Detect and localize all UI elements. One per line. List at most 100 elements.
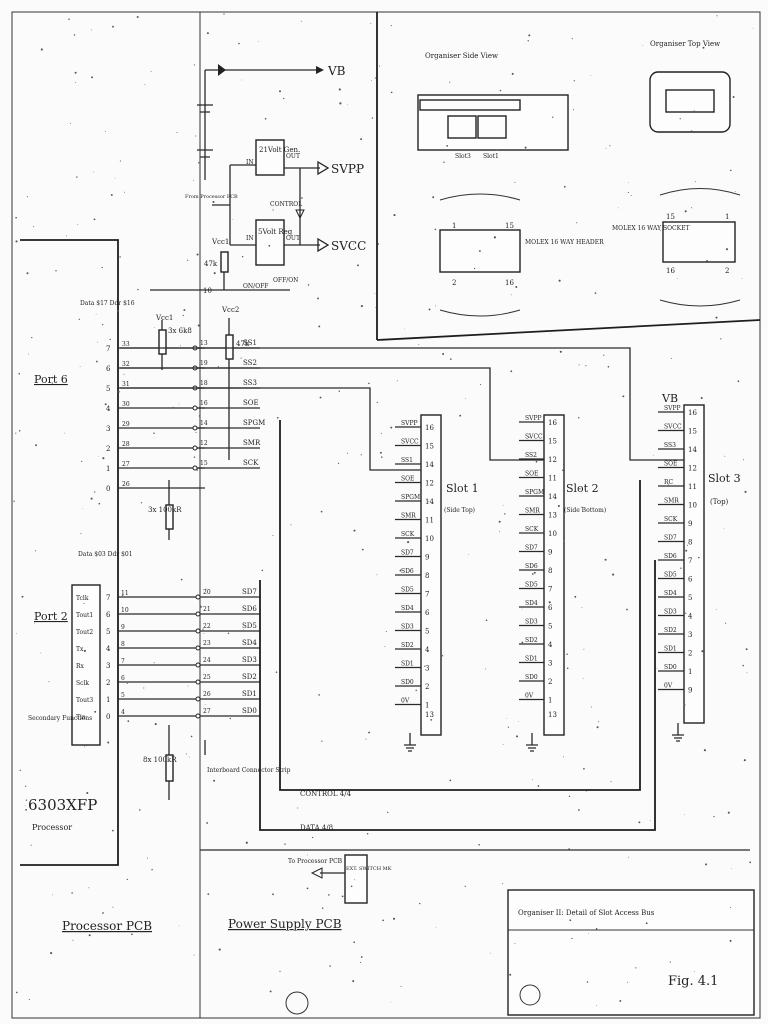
- noise-speck: [730, 169, 732, 172]
- noise-speck: [700, 396, 703, 400]
- noise-speck: [399, 569, 402, 572]
- slot2-signal-label: SD5: [525, 582, 538, 589]
- slot2-title: Slot 2: [566, 482, 599, 495]
- svpp-label: SVPP: [331, 162, 364, 176]
- noise-speck: [583, 767, 585, 770]
- vcc2-label: Vcc2: [221, 306, 239, 314]
- noise-speck: [400, 985, 402, 987]
- port6-pin-number: 32: [122, 361, 130, 368]
- noise-speck: [691, 207, 693, 209]
- noise-speck: [338, 88, 341, 91]
- noise-speck: [720, 338, 722, 340]
- noise-speck: [360, 138, 363, 141]
- noise-speck: [628, 182, 629, 184]
- noise-speck: [562, 469, 564, 471]
- noise-speck: [585, 790, 587, 792]
- port2-pin-number: 8: [121, 641, 125, 648]
- noise-speck: [26, 196, 28, 198]
- port6-bit-label: 3: [106, 425, 110, 433]
- noise-speck: [55, 270, 57, 272]
- noise-speck: [703, 678, 704, 680]
- noise-speck: [577, 417, 580, 419]
- noise-speck: [380, 432, 382, 434]
- ground-icon: [526, 733, 538, 752]
- power-input-line: [229, 164, 256, 246]
- noise-speck: [176, 132, 178, 134]
- header-pin1-label: 1: [452, 222, 456, 230]
- noise-speck: [571, 38, 573, 40]
- noise-speck: [307, 284, 310, 286]
- noise-speck: [284, 843, 286, 845]
- noise-speck: [371, 117, 374, 119]
- noise-speck: [576, 222, 578, 224]
- slot1-pin-number: 10: [425, 535, 434, 543]
- noise-speck: [535, 460, 538, 463]
- noise-speck: [198, 162, 200, 164]
- slot2-signal-label: SVCC: [525, 434, 543, 441]
- noise-speck: [346, 452, 349, 454]
- slot2-signal-label: SD2: [525, 637, 538, 644]
- noise-speck: [384, 646, 386, 648]
- port2-bit-label: 4: [106, 645, 111, 653]
- port2-pin-number: 5: [121, 692, 125, 699]
- noise-speck: [468, 554, 469, 555]
- noise-speck: [578, 364, 580, 366]
- slot1-pin-number: 16: [425, 424, 434, 432]
- noise-speck: [242, 629, 244, 630]
- slot3-box: [683, 404, 705, 724]
- noise-speck: [566, 667, 569, 670]
- noise-speck: [434, 228, 437, 231]
- noise-speck: [172, 406, 175, 409]
- connector-pin-icon: [195, 662, 201, 668]
- noise-speck: [645, 922, 648, 925]
- noise-speck: [353, 529, 356, 532]
- noise-speck: [79, 366, 81, 367]
- noise-speck: [595, 928, 598, 930]
- noise-speck: [124, 191, 126, 193]
- noise-speck: [223, 13, 225, 15]
- noise-speck: [428, 308, 431, 311]
- noise-speck: [202, 628, 204, 630]
- noise-speck: [24, 805, 26, 806]
- side-view-slot-1: [477, 115, 507, 139]
- slot1-pin-number: 9: [425, 554, 429, 562]
- noise-speck: [213, 779, 216, 782]
- port2-pin-number: 7: [121, 658, 125, 665]
- noise-speck: [354, 879, 356, 881]
- slot1-pin-number: 12: [425, 480, 434, 488]
- noise-speck: [510, 294, 512, 296]
- noise-speck: [320, 510, 323, 513]
- organiser-top-view: Organiser Top View MOLEX 16 WAY SOCKET 1…: [612, 40, 741, 307]
- side-view-title: Organiser Side View: [425, 52, 498, 60]
- noise-speck: [514, 942, 516, 944]
- vb-label: VB: [327, 64, 346, 78]
- connector-pin-icon: [192, 465, 198, 471]
- slot1-signal-label: SD7: [401, 550, 414, 557]
- noise-speck: [178, 925, 180, 926]
- slot2-extra-pin: 13: [548, 711, 557, 719]
- slot2-pin-number: 4: [548, 641, 553, 649]
- noise-speck: [725, 622, 727, 624]
- noise-speck: [680, 567, 682, 569]
- socket-pin16-label: 16: [666, 267, 675, 275]
- slot1-signal-label: SD5: [401, 587, 414, 594]
- noise-speck: [543, 652, 546, 654]
- noise-speck: [272, 893, 274, 896]
- noise-speck: [112, 25, 114, 28]
- slot3-subtitle: (Top): [710, 498, 729, 506]
- organiser-side-view: Organiser Side View Slot3 Slot1 1 15 2 1…: [417, 52, 604, 317]
- slot2-signal-label: SD3: [525, 619, 538, 626]
- processor-block: Port 6 Data $17 Ddr $16 Port 2 Data $03 …: [20, 239, 135, 866]
- noise-speck: [276, 416, 279, 419]
- connector-pin-number: 12: [200, 440, 208, 447]
- slot2-pin-number: 9: [548, 549, 552, 557]
- noise-speck: [368, 382, 370, 385]
- port2-function-label: Sclk: [76, 680, 89, 687]
- noise-speck: [729, 939, 732, 942]
- noise-speck: [116, 310, 119, 312]
- slot1-subtitle: (Side Top): [444, 507, 475, 514]
- slot3-side-label: Slot3: [455, 153, 471, 160]
- noise-speck: [93, 171, 95, 173]
- noise-speck: [694, 971, 695, 972]
- noise-speck: [190, 735, 193, 738]
